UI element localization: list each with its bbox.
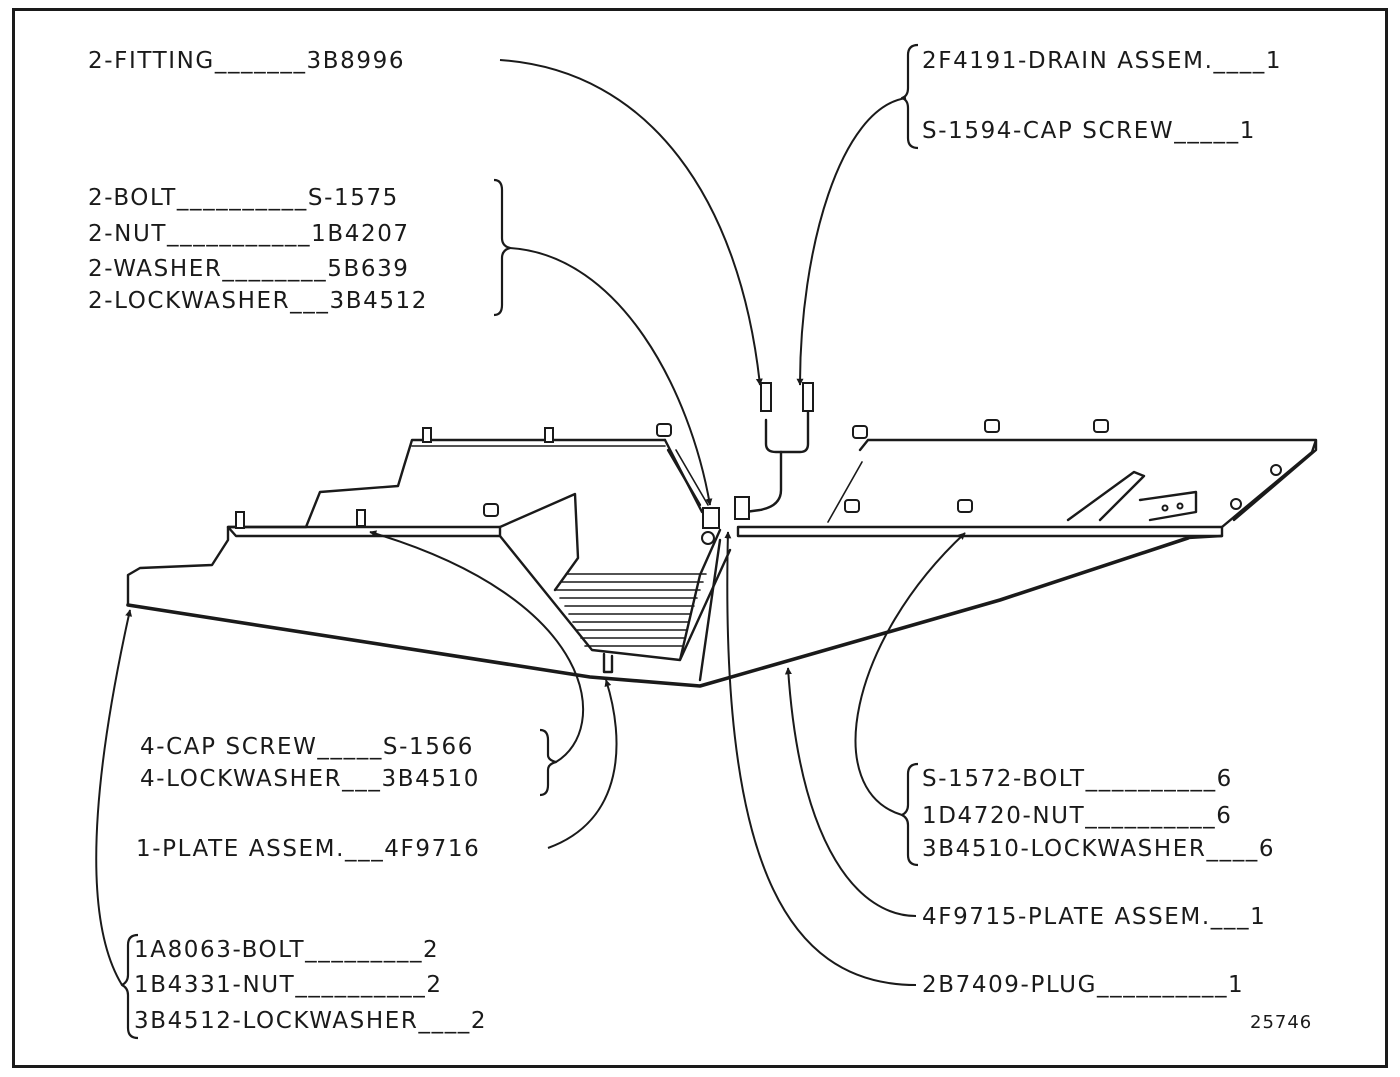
leader-bolt2 bbox=[95, 609, 133, 986]
sump-hatch bbox=[554, 573, 707, 647]
label-capscrew-lockwasher: 4-LOCKWASHER___3B4510 bbox=[140, 766, 481, 792]
leader-plate-right bbox=[784, 667, 917, 917]
pan-right-profile bbox=[858, 438, 1318, 540]
label-drain-capscrew: S-1594-CAP SCREW_____1 bbox=[922, 118, 1256, 144]
label-plate-assem-left: 1-PLATE ASSEM.___4F9716 bbox=[136, 836, 481, 862]
brace-capscrew-group bbox=[539, 728, 558, 797]
label-plate-assem-right: 4F9715-PLATE ASSEM.___1 bbox=[922, 904, 1267, 930]
bolt-studs bbox=[235, 419, 1282, 545]
leader-capscrew-group bbox=[369, 530, 584, 763]
drain-line bbox=[743, 450, 783, 514]
baffle-bracket bbox=[1066, 470, 1198, 522]
brace-bolt2-group bbox=[120, 933, 139, 1040]
label-plug: 2B7409-PLUG__________1 bbox=[922, 972, 1245, 998]
fitting-right bbox=[802, 382, 814, 412]
label-capscrew: 4-CAP SCREW_____S-1566 bbox=[140, 734, 474, 760]
plug-boss bbox=[602, 652, 614, 674]
drawing-number: 25746 bbox=[1250, 1012, 1313, 1033]
right-flange-rail bbox=[736, 525, 1224, 538]
leader-bolt-group bbox=[509, 247, 713, 506]
pan-left-profile bbox=[126, 438, 667, 607]
brace-bolt-group bbox=[493, 178, 512, 317]
oil-pan-assembly bbox=[126, 382, 1318, 688]
drain-tube bbox=[764, 410, 810, 454]
sump-well bbox=[498, 492, 732, 662]
label-lockwasher2: 3B4512-LOCKWASHER____2 bbox=[134, 1008, 488, 1034]
leader-plate-left bbox=[547, 679, 618, 849]
label-nut6: 1D4720-NUT__________6 bbox=[922, 803, 1233, 829]
brace-bolt6-group bbox=[900, 762, 919, 867]
center-rod bbox=[666, 448, 702, 507]
label-washer: 2-WASHER________5B639 bbox=[88, 256, 410, 282]
label-fitting: 2-FITTING_______3B8996 bbox=[88, 48, 406, 74]
baffle-hole bbox=[1176, 502, 1184, 510]
baffle-hole bbox=[1161, 504, 1169, 512]
braces bbox=[120, 43, 919, 1040]
label-nut2: 1B4331-NUT__________2 bbox=[134, 972, 443, 998]
left-flange-rail bbox=[226, 525, 502, 538]
label-bolt6: S-1572-BOLT__________6 bbox=[922, 766, 1233, 792]
right-inner-edge bbox=[827, 461, 863, 523]
drain-block bbox=[734, 496, 750, 520]
center-rod-edge bbox=[675, 449, 709, 506]
label-bolt: 2-BOLT__________S-1575 bbox=[88, 185, 399, 211]
leader-plug bbox=[724, 531, 917, 986]
pan-bottom-edge bbox=[126, 536, 1190, 688]
label-drain-assem: 2F4191-DRAIN ASSEM.____1 bbox=[922, 48, 1283, 74]
center-web bbox=[663, 438, 722, 682]
label-lockwasher6: 3B4510-LOCKWASHER____6 bbox=[922, 836, 1276, 862]
brace-drain-group bbox=[900, 43, 919, 150]
leader-fitting bbox=[499, 59, 763, 386]
label-bolt2: 1A8063-BOLT_________2 bbox=[134, 937, 440, 963]
leader-lines bbox=[95, 59, 966, 986]
label-nut: 2-NUT___________1B4207 bbox=[88, 221, 410, 247]
label-lockwasher: 2-LOCKWASHER___3B4512 bbox=[88, 288, 429, 314]
fitting-left bbox=[760, 382, 772, 412]
leader-drain bbox=[796, 97, 907, 386]
diagram-border bbox=[12, 8, 1388, 1068]
leader-bolt6 bbox=[854, 532, 966, 816]
center-bolt-head bbox=[702, 507, 720, 529]
